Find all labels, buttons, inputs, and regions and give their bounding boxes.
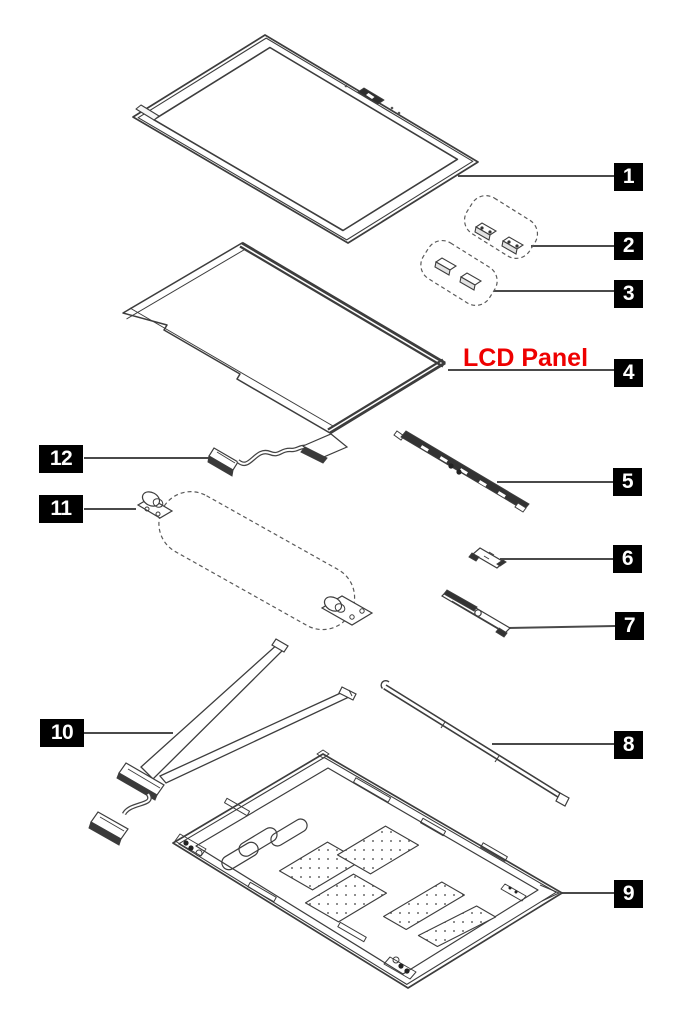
part-6-small-board bbox=[468, 547, 507, 569]
part-4-lcd-panel bbox=[122, 241, 446, 435]
callout-lines bbox=[84, 175, 616, 894]
part-label-6: 6 bbox=[613, 545, 642, 573]
part-5-camera-board bbox=[393, 430, 530, 513]
part-1-lcd-bezel bbox=[132, 34, 479, 244]
part-label-10: 10 bbox=[40, 719, 84, 747]
part-2-bracket-set bbox=[463, 195, 539, 259]
part-12-camera-cable bbox=[207, 433, 349, 477]
part-label-4: 4 bbox=[614, 359, 643, 387]
part-label-1: 1 bbox=[614, 163, 643, 191]
part-3-bracket-set bbox=[420, 239, 498, 307]
callout-line-7 bbox=[506, 625, 616, 629]
part-label-8: 8 bbox=[614, 731, 643, 759]
part-label-11: 11 bbox=[39, 495, 83, 523]
part-label-5: 5 bbox=[613, 468, 642, 496]
part-10-display-cable bbox=[88, 638, 357, 846]
part-8-support-bar bbox=[380, 679, 570, 807]
lcd-panel-annotation: LCD Panel bbox=[463, 344, 589, 372]
part-11-hinge-set bbox=[136, 491, 374, 631]
part-label-2: 2 bbox=[614, 232, 643, 260]
part-label-12: 12 bbox=[39, 445, 83, 473]
part-7-board-strip bbox=[441, 589, 511, 638]
part-9-lcd-rear-cover bbox=[172, 749, 563, 989]
part-label-7: 7 bbox=[615, 612, 644, 640]
part-label-3: 3 bbox=[614, 280, 643, 308]
part-label-9: 9 bbox=[614, 880, 643, 908]
bezel-sticker bbox=[135, 104, 160, 121]
